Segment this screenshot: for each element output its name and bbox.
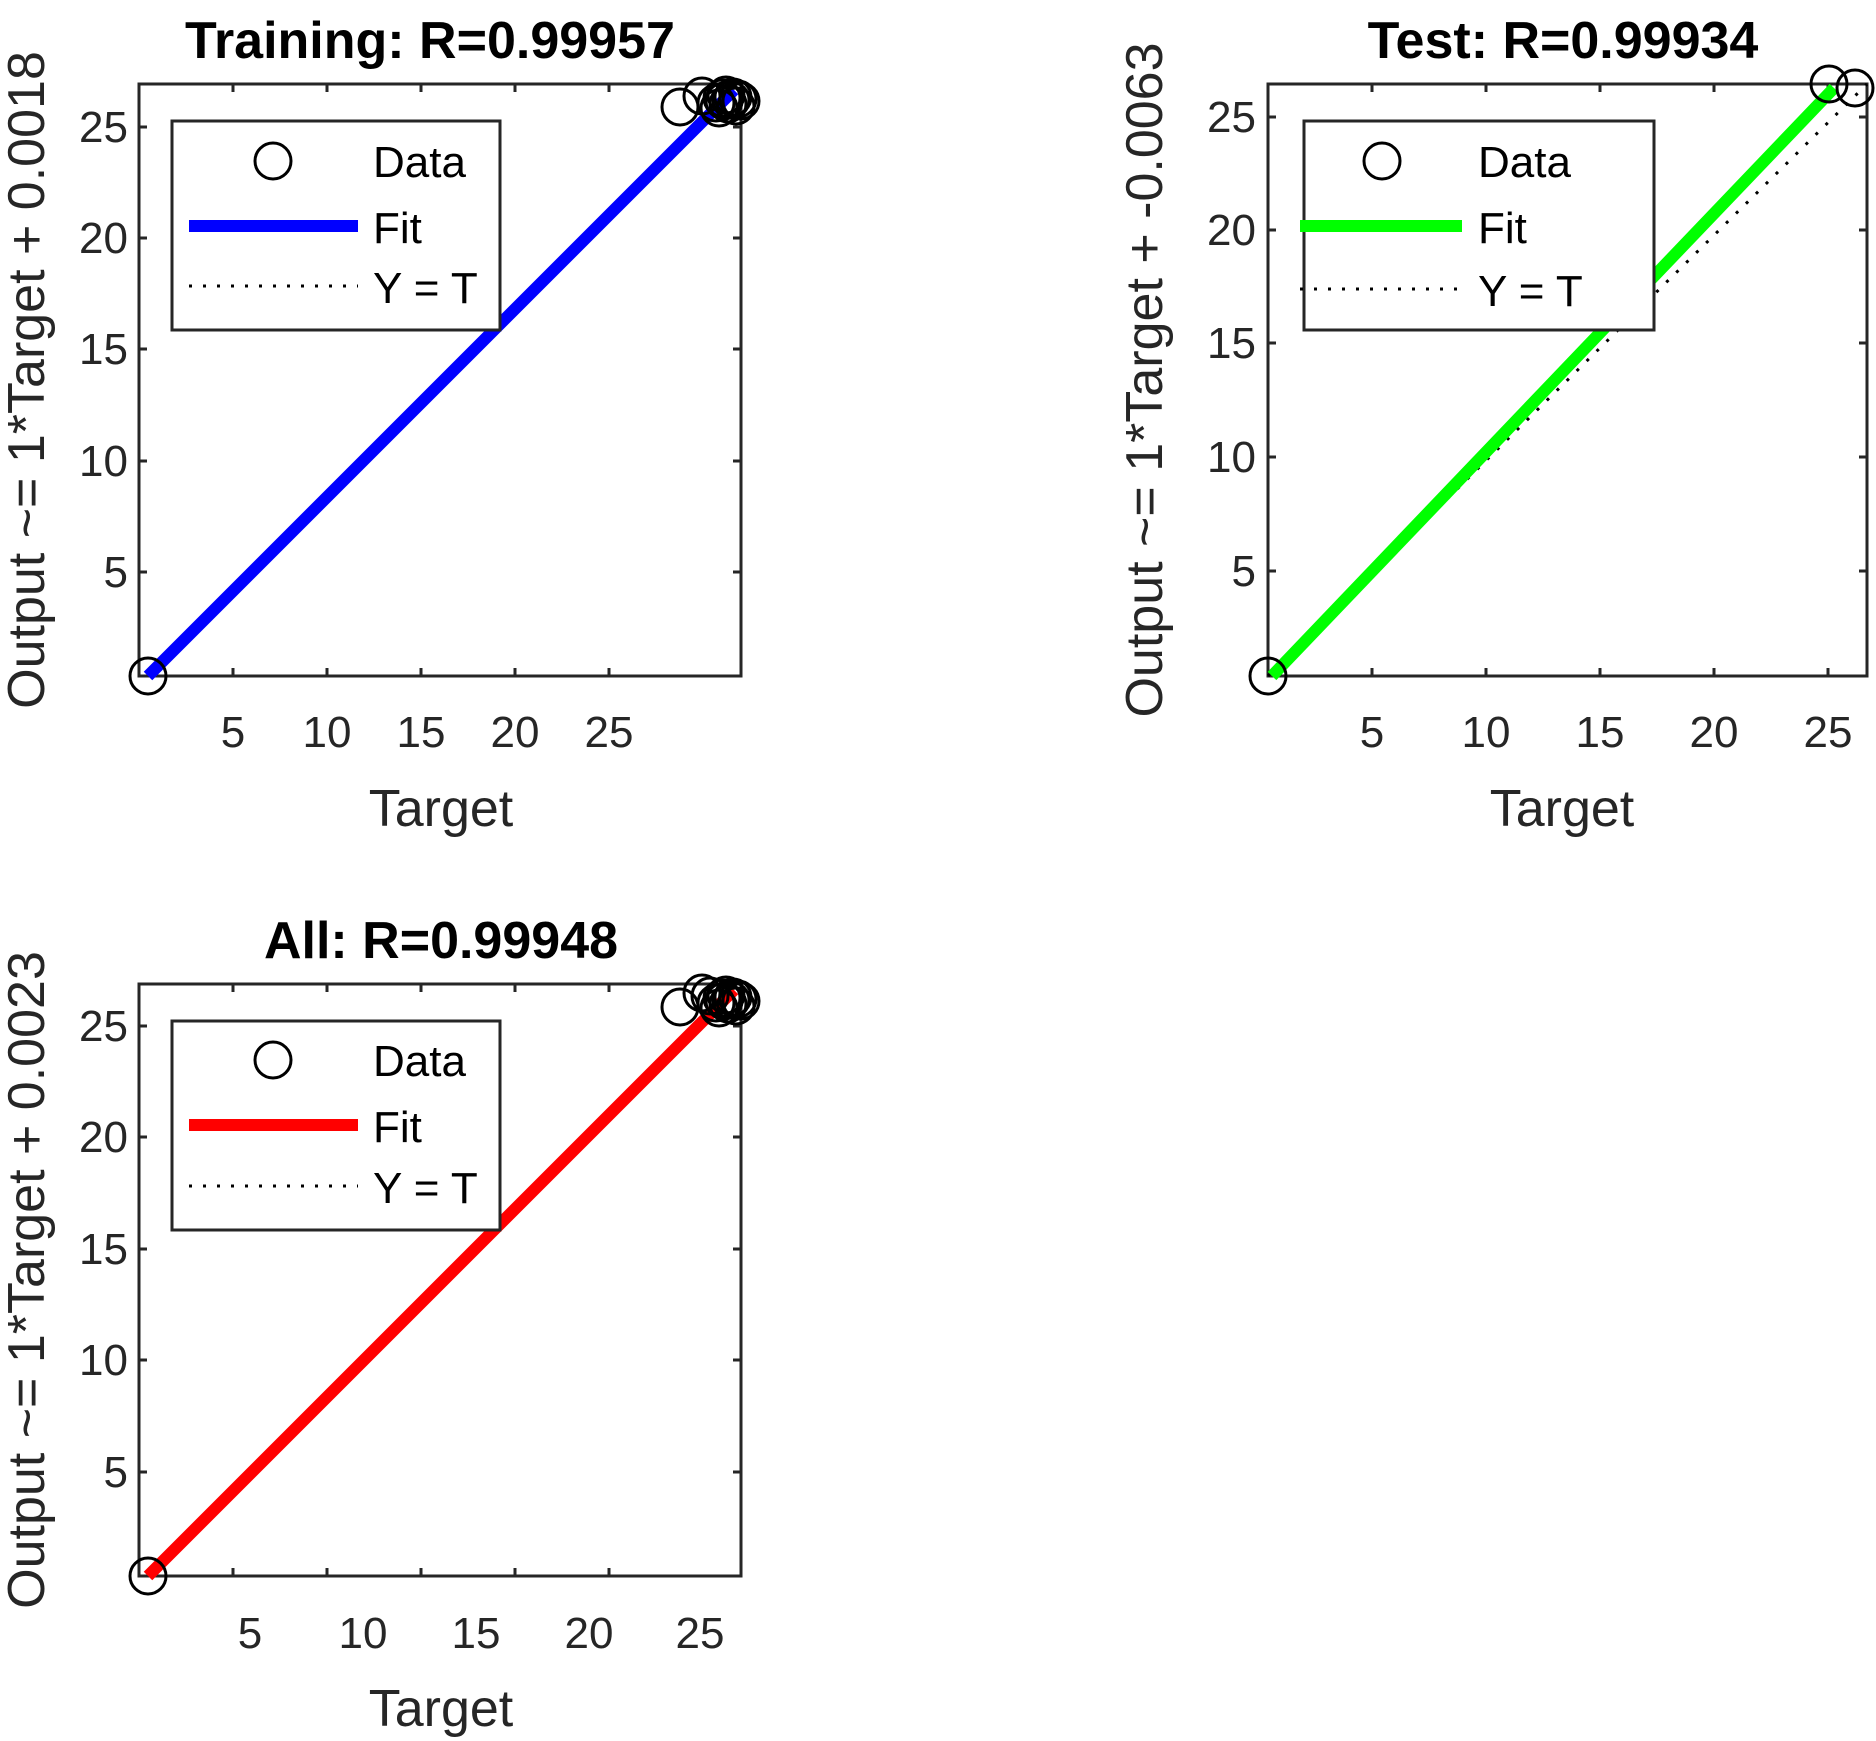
- training-y-ticks: [139, 125, 741, 574]
- data-marker-icon: [253, 141, 293, 181]
- svg-text:25: 25: [585, 708, 634, 757]
- svg-text:Y = T: Y = T: [373, 264, 478, 313]
- all-x-ticks: [231, 984, 611, 1576]
- test-data-points: [1248, 64, 1875, 696]
- training-xlabel: Target: [369, 780, 514, 838]
- test-legend: Data Fit Y = T: [1300, 119, 1656, 332]
- svg-text:15: 15: [79, 325, 128, 374]
- svg-text:25: 25: [79, 103, 128, 152]
- svg-text:5: 5: [104, 1448, 128, 1497]
- svg-text:Y = T: Y = T: [1478, 267, 1583, 316]
- svg-text:10: 10: [303, 708, 352, 757]
- svg-text:20: 20: [491, 708, 540, 757]
- svg-text:Data: Data: [373, 138, 466, 187]
- svg-text:Fit: Fit: [373, 1103, 422, 1152]
- svg-text:10: 10: [1462, 708, 1511, 757]
- data-marker-icon: [253, 1040, 293, 1080]
- svg-text:15: 15: [79, 1225, 128, 1274]
- svg-text:25: 25: [79, 1002, 128, 1051]
- svg-text:20: 20: [1207, 206, 1256, 255]
- training-fit-line: [143, 85, 739, 681]
- svg-text:15: 15: [1576, 708, 1625, 757]
- training-ylabel: Output ~= 1*Target + 0.0018: [0, 51, 56, 709]
- all-title: All: R=0.99948: [264, 912, 618, 970]
- all-legend: Data Fit Y = T: [170, 1019, 502, 1232]
- test-y-ticks: [1268, 115, 1867, 573]
- all-data-points: [128, 973, 761, 1596]
- svg-text:Data: Data: [1478, 138, 1571, 187]
- svg-text:Fit: Fit: [373, 204, 422, 253]
- training-data-points: [128, 75, 761, 696]
- test-x-tick-labels: 5 10 15 20 25: [1360, 708, 1853, 757]
- svg-text:25: 25: [676, 1609, 725, 1658]
- test-ylabel: Output ~= 1*Target + -0.0063: [1116, 42, 1174, 717]
- svg-text:20: 20: [79, 1113, 128, 1162]
- all-ylabel: Output ~= 1*Target + 0.0023: [0, 951, 56, 1609]
- test-fit-line: [1267, 83, 1839, 681]
- svg-text:5: 5: [1232, 547, 1256, 596]
- data-marker-icon: [1362, 141, 1402, 181]
- all-y-tick-labels: 5 10 15 20 25: [79, 1002, 128, 1497]
- svg-text:5: 5: [1360, 708, 1384, 757]
- svg-text:10: 10: [79, 1336, 128, 1385]
- svg-text:15: 15: [1207, 319, 1256, 368]
- all-fit-line: [143, 985, 739, 1581]
- svg-text:Y = T: Y = T: [373, 1164, 478, 1213]
- svg-text:5: 5: [221, 708, 245, 757]
- training-x-tick-labels: 5 10 15 20 25: [221, 708, 634, 757]
- svg-text:15: 15: [397, 708, 446, 757]
- svg-text:5: 5: [238, 1609, 262, 1658]
- test-xlabel: Target: [1490, 780, 1635, 838]
- training-title: Training: R=0.99957: [185, 12, 675, 70]
- svg-text:20: 20: [79, 214, 128, 263]
- training-legend: Data Fit Y = T: [170, 119, 502, 332]
- svg-text:5: 5: [104, 548, 128, 597]
- svg-text:10: 10: [1207, 433, 1256, 482]
- all-xlabel: Target: [369, 1680, 514, 1738]
- svg-text:20: 20: [1690, 708, 1739, 757]
- svg-text:20: 20: [565, 1609, 614, 1658]
- training-y-tick-labels: 5 10 15 20 25: [79, 103, 128, 597]
- svg-text:10: 10: [79, 437, 128, 486]
- all-y-ticks: [139, 1024, 741, 1474]
- svg-text:10: 10: [339, 1609, 388, 1658]
- svg-text:15: 15: [452, 1609, 501, 1658]
- test-y-tick-labels: 5 10 15 20 25: [1207, 93, 1256, 596]
- all-x-tick-labels: 5 10 15 20 25: [238, 1609, 725, 1658]
- svg-text:Fit: Fit: [1478, 204, 1527, 253]
- svg-text:Data: Data: [373, 1037, 466, 1086]
- test-title: Test: R=0.99934: [1368, 12, 1759, 70]
- training-x-ticks: [231, 84, 611, 676]
- svg-text:25: 25: [1804, 708, 1853, 757]
- svg-text:25: 25: [1207, 93, 1256, 142]
